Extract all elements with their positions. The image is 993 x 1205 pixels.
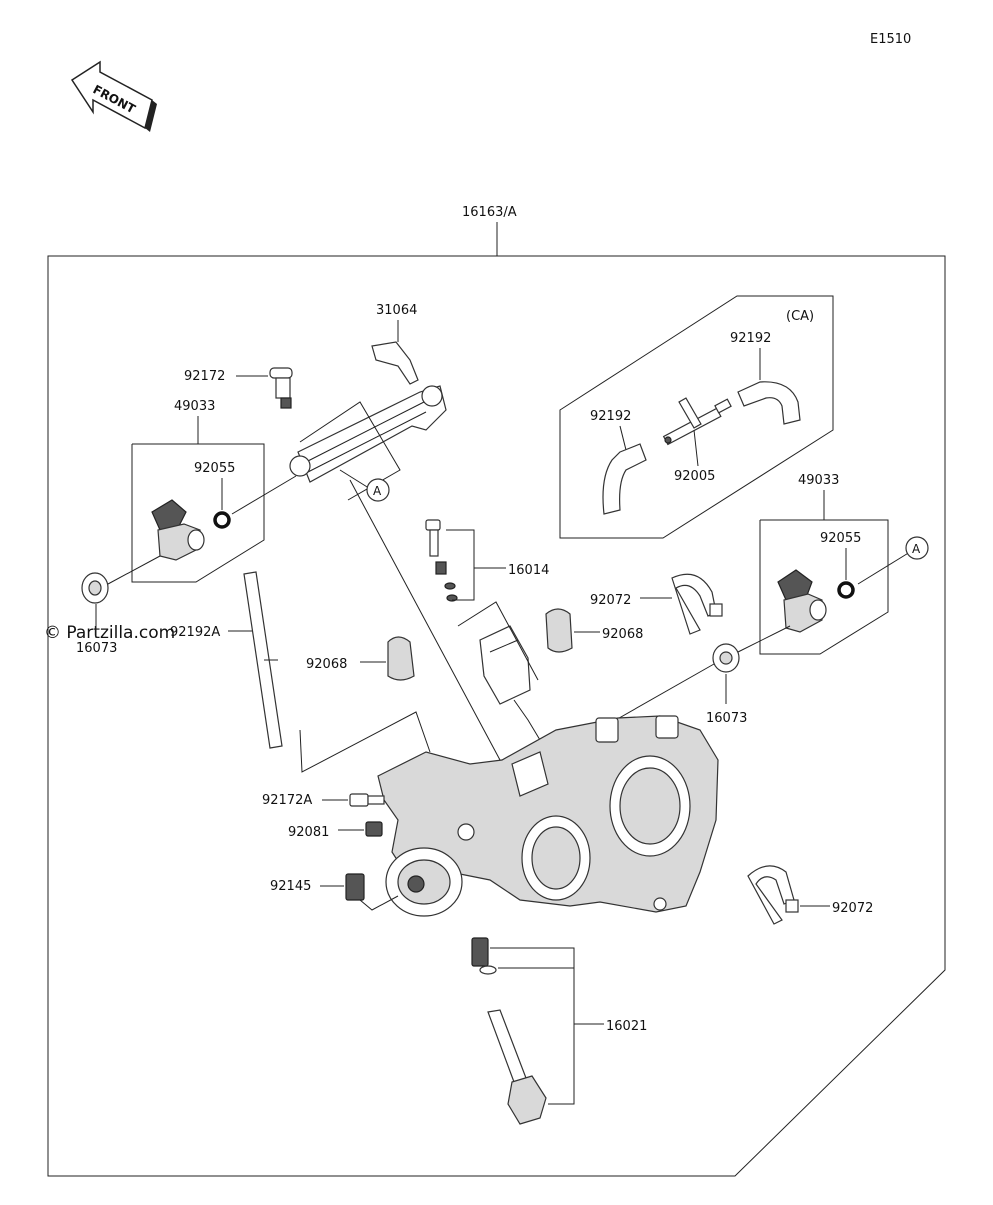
o-ring-92055-right (837, 581, 855, 599)
label-92172A: 92172A (262, 793, 312, 808)
o-ring-92055-left (213, 511, 231, 529)
watermark: © Partzilla.com (44, 623, 175, 643)
injector-left (151, 499, 205, 561)
label-92072-top: 92072 (590, 593, 631, 608)
label-92081: 92081 (288, 825, 329, 840)
screw-92172 (269, 367, 293, 409)
leader-92192-left (619, 425, 627, 451)
bracket-92145 (359, 895, 399, 911)
link-ref-rail-body (349, 479, 501, 761)
label-92072-bottom: 92072 (832, 901, 873, 916)
label-16073-right: 16073 (706, 711, 747, 726)
leader-92005 (693, 429, 699, 467)
ref-a-circle-upper (366, 478, 390, 502)
ca-label: (CA) (786, 309, 814, 324)
label-92192A: 92192A (170, 625, 220, 640)
label-92055-left: 92055 (194, 461, 235, 476)
label-92172: 92172 (184, 369, 225, 384)
link-grommet-right (737, 625, 791, 653)
link-grommet-left (107, 555, 161, 585)
throttle-body (377, 715, 719, 913)
spring-92081 (365, 821, 383, 837)
clamp-92072-bottom (747, 865, 799, 925)
label-16073-left: 16073 (76, 641, 117, 656)
hose-92192-left (602, 443, 647, 515)
hose-92192A (243, 571, 283, 749)
clamp-92072-top (671, 573, 723, 635)
screw-92172A (349, 793, 385, 807)
label-92192-left: 92192 (590, 409, 631, 424)
label-92005: 92005 (674, 469, 715, 484)
link-left-injector-rail (231, 475, 297, 515)
bracket-16014 (446, 529, 475, 601)
injector-right (777, 569, 827, 633)
idle-screw-16021 (471, 937, 547, 1125)
sensor-16014-parts (425, 519, 458, 602)
hose-92192-top (737, 381, 801, 425)
leader-ref-a-upper (339, 469, 373, 491)
label-92055-right: 92055 (820, 531, 861, 546)
label-16014: 16014 (508, 563, 549, 578)
cap-92068-left (387, 636, 415, 681)
injector-group-right-frame (759, 519, 889, 655)
ref-a-lower: A (912, 542, 921, 556)
hose-92192A-bracket-lines (299, 711, 431, 773)
label-49033-left: 49033 (174, 399, 215, 414)
label-31064: 31064 (376, 303, 417, 318)
spring-92145 (345, 873, 365, 901)
label-16021: 16021 (606, 1019, 647, 1034)
ref-a-upper: A (373, 484, 382, 498)
label-92192-top: 92192 (730, 331, 771, 346)
label-92068-left: 92068 (306, 657, 347, 672)
tps-sensor (385, 847, 463, 917)
link-ref-a-lower (857, 551, 911, 585)
ref-a-circle-lower (905, 536, 929, 560)
connector-bracket-lines (457, 601, 539, 681)
label-92068-right: 92068 (602, 627, 643, 642)
injector-group-left-frame (131, 443, 265, 583)
grommet-16073-left (81, 572, 109, 604)
grommet-16073-right (712, 643, 740, 673)
assembly-frame (47, 255, 946, 1177)
ca-subgroup-frame (559, 295, 834, 539)
fuel-rail-31064 (289, 341, 447, 483)
tee-fitting-92005 (662, 397, 732, 446)
front-arrow-icon: FRONT (70, 60, 157, 132)
label-49033-right: 49033 (798, 473, 839, 488)
diagram-code: E1510 (870, 32, 911, 47)
label-92145: 92145 (270, 879, 311, 894)
bracket-16021 (490, 947, 575, 1105)
cap-92068-right (545, 608, 573, 653)
assembly-label: 16163/A (462, 205, 517, 220)
wiring-connector (479, 625, 541, 741)
